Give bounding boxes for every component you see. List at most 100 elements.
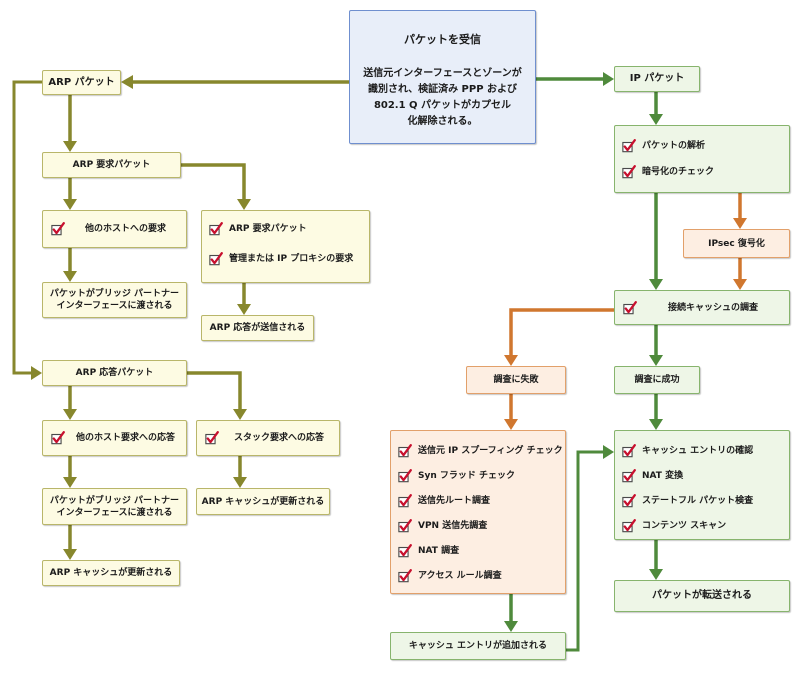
bridge-pass-line: インターフェースに渡される bbox=[56, 301, 173, 311]
check-item: パケットの解析 bbox=[615, 133, 789, 159]
arrow-ipsec-to-connection-cache bbox=[733, 258, 747, 290]
arrow-failed-checks-to-cache-added bbox=[504, 594, 518, 632]
stack-cache-updated-box: ARP キャッシュが更新される bbox=[196, 488, 330, 515]
arrow-arp-reply-to-stack bbox=[187, 371, 247, 420]
arrow-connection-cache-to-failed bbox=[504, 308, 614, 366]
packet-forwarded-label: パケットが転送される bbox=[652, 590, 752, 601]
check-item: VPN 送信先調査 bbox=[391, 513, 565, 538]
other-host-request-label: 他のホストへの要求 bbox=[84, 224, 166, 234]
arrow-checks-to-ipsec bbox=[733, 193, 747, 229]
description-line: 化解除される。 bbox=[407, 116, 478, 127]
check-item-label: ステートフル パケット検査 bbox=[642, 495, 754, 506]
stack-cache-updated-label: ARP キャッシュが更新される bbox=[201, 496, 325, 507]
arp-packet-box: ARP パケット bbox=[42, 70, 121, 95]
ipsec-decrypt-box: IPsec 復号化 bbox=[683, 229, 790, 258]
bridge-pass-box-reply: パケットがブリッジ パートナー インターフェースに渡される bbox=[42, 488, 187, 525]
check-item-label: NAT 変換 bbox=[642, 470, 684, 481]
check-item-label: キャッシュ エントリの確認 bbox=[642, 445, 754, 456]
check-item-label: アクセス ルール調査 bbox=[418, 570, 502, 581]
check-item-label: ARP 要求パケット bbox=[229, 224, 307, 234]
checkmark-icon bbox=[209, 252, 223, 266]
check-item: 送信先ルート調査 bbox=[391, 488, 565, 513]
checkmark-icon bbox=[205, 431, 219, 445]
check-item: 送信元 IP スプーフィング チェック bbox=[391, 438, 565, 463]
arrow-success-checks-to-forwarded bbox=[649, 540, 663, 580]
check-item-label: VPN 送信先調査 bbox=[418, 520, 488, 531]
checkmark-icon bbox=[51, 431, 65, 445]
arp-request-checks-box: ARP 要求パケット 管理または IP プロキシの要求 bbox=[201, 210, 370, 283]
lookup-succeeded-box: 調査に成功 bbox=[614, 366, 700, 394]
arrow-success-to-checks bbox=[649, 394, 663, 430]
checkmark-icon bbox=[622, 444, 636, 458]
arrow-received-to-arp-packet bbox=[121, 75, 349, 89]
ipsec-decrypt-label: IPsec 復号化 bbox=[708, 238, 765, 249]
check-item-label: パケットの解析 bbox=[642, 141, 706, 151]
checkmark-icon bbox=[209, 222, 223, 236]
check-item-label: コンテンツ スキャン bbox=[642, 520, 727, 531]
arrow-arp-reply-to-other-host bbox=[63, 386, 77, 420]
checkmark-icon bbox=[398, 519, 412, 533]
check-item: NAT 調査 bbox=[391, 538, 565, 563]
arrow-ip-packet-to-checks bbox=[649, 92, 663, 125]
arrow-stack-to-cache bbox=[233, 456, 247, 488]
checkmark-icon bbox=[622, 469, 636, 483]
checkmark-icon bbox=[623, 301, 637, 315]
other-host-request-box: 他のホストへの要求 bbox=[42, 210, 187, 248]
arp-reply-box: ARP 応答パケット bbox=[42, 360, 187, 386]
check-item: コンテンツ スキャン bbox=[615, 513, 789, 538]
check-item: キャッシュ エントリの確認 bbox=[615, 438, 789, 463]
check-item: ARP 要求パケット bbox=[202, 214, 369, 244]
check-item: NAT 変換 bbox=[615, 463, 789, 488]
check-item-label: Syn フラッド チェック bbox=[418, 470, 516, 481]
lookup-failed-label: 調査に失敗 bbox=[493, 375, 539, 385]
cache-entry-added-box: キャッシュ エントリが追加される bbox=[390, 632, 566, 660]
check-item: Syn フラッド チェック bbox=[391, 463, 565, 488]
arp-cache-updated-label: ARP キャッシュが更新される bbox=[49, 568, 173, 578]
arrow-own-checks-to-reply-sent bbox=[237, 283, 251, 315]
arrow-arp-request-to-own-checks bbox=[181, 163, 251, 210]
arrow-other-host-to-bridge bbox=[63, 248, 77, 282]
check-item: ステートフル パケット検査 bbox=[615, 488, 789, 513]
description-line: 送信元インターフェースとゾーンが bbox=[363, 68, 522, 79]
checkmark-icon bbox=[398, 569, 412, 583]
check-item: アクセス ルール調査 bbox=[391, 563, 565, 588]
arrow-bridge-to-cache bbox=[63, 525, 77, 560]
check-item: 暗号化のチェック bbox=[615, 159, 789, 185]
checkmark-icon bbox=[398, 444, 412, 458]
arrow-failed-to-checks bbox=[504, 394, 518, 430]
ip-packet-label: IP パケット bbox=[629, 73, 685, 84]
arp-request-label: ARP 要求パケット bbox=[72, 160, 151, 170]
bridge-pass-line: インターフェースに渡される bbox=[56, 507, 173, 518]
check-item: 管理または IP プロキシの要求 bbox=[202, 244, 369, 274]
ip-packet-box: IP パケット bbox=[614, 66, 700, 92]
arp-request-box: ARP 要求パケット bbox=[42, 152, 181, 178]
bridge-pass-line: パケットがブリッジ パートナー bbox=[49, 495, 180, 506]
bridge-pass-box-request: パケットがブリッジ パートナー インターフェースに渡される bbox=[42, 282, 187, 318]
checkmark-icon bbox=[398, 544, 412, 558]
arp-reply-label: ARP 応答パケット bbox=[75, 368, 154, 378]
other-host-reply-label: 他のホスト要求への応答 bbox=[75, 433, 175, 443]
description-line: 802.1 Q パケットがカプセル bbox=[373, 100, 512, 111]
other-host-reply-box: 他のホスト要求への応答 bbox=[42, 420, 187, 456]
stack-reply-box: スタック要求への応答 bbox=[196, 420, 340, 456]
connection-cache-label: 接続キャッシュの調査 bbox=[667, 302, 758, 313]
check-item-label: 送信元 IP スプーフィング チェック bbox=[418, 445, 563, 456]
checkmark-icon bbox=[622, 165, 636, 179]
checkmark-icon bbox=[398, 469, 412, 483]
arp-reply-sent-label: ARP 応答が送信される bbox=[209, 323, 306, 333]
checkmark-icon bbox=[622, 139, 636, 153]
checkmark-icon bbox=[622, 519, 636, 533]
arp-reply-sent-box: ARP 応答が送信される bbox=[201, 315, 314, 341]
arrow-arp-packet-to-arp-reply bbox=[12, 80, 42, 380]
ip-initial-checks-box: パケットの解析 暗号化のチェック bbox=[614, 125, 790, 193]
check-item-label: NAT 調査 bbox=[418, 545, 460, 556]
success-checks-box: キャッシュ エントリの確認 NAT 変換 ステートフル パケット検査 コンテンツ… bbox=[614, 430, 790, 540]
check-item-label: 暗号化のチェック bbox=[642, 167, 715, 177]
arrow-received-to-ip-packet bbox=[536, 72, 614, 86]
arrow-cache-added-to-success-checks bbox=[566, 445, 614, 652]
packet-received-description: 送信元インターフェースとゾーンが 識別され、検証済み PPP および 802.1… bbox=[363, 66, 521, 130]
stack-reply-label: スタック要求への応答 bbox=[233, 433, 324, 443]
cache-entry-added-label: キャッシュ エントリが追加される bbox=[408, 641, 548, 651]
arp-packet-label: ARP パケット bbox=[48, 76, 115, 88]
